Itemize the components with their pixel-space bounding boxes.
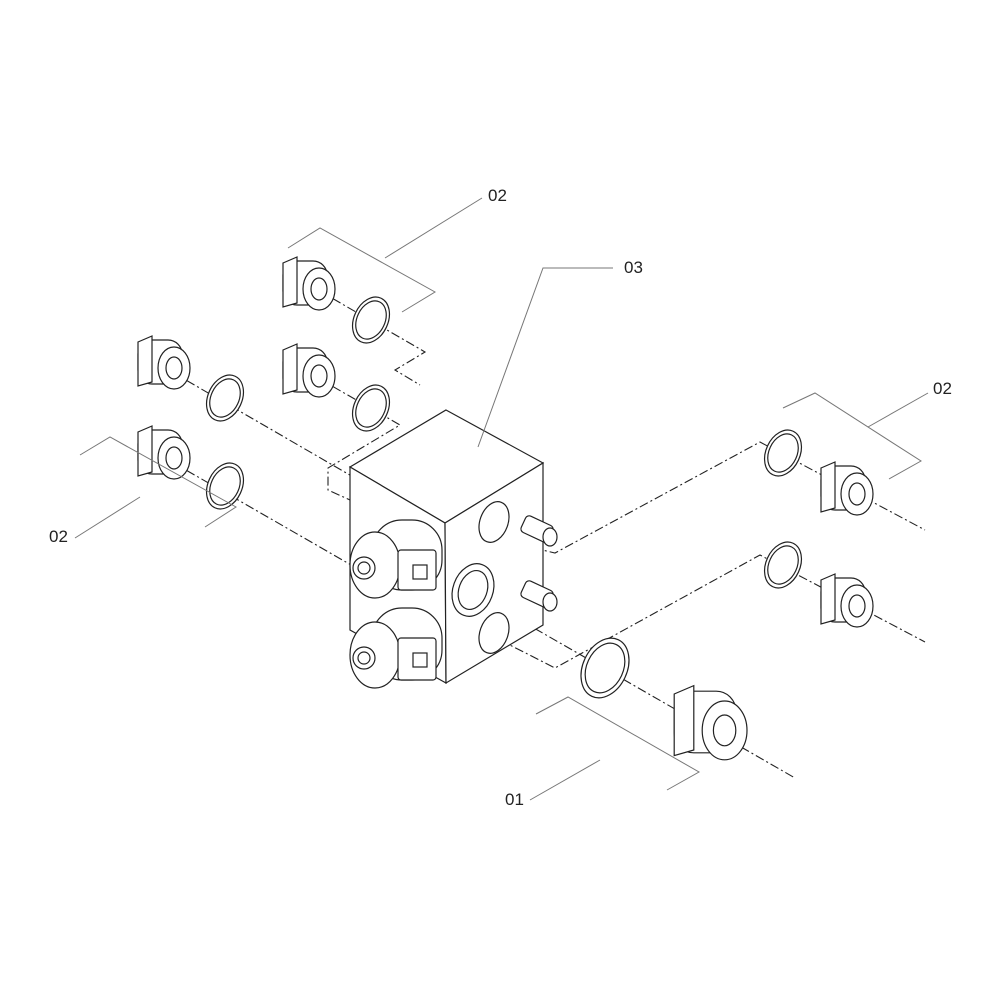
seal-ring [351,384,391,432]
seal-ring [763,541,803,589]
seal-ring [205,374,245,422]
plug-upper [520,515,558,547]
fitting-large [673,684,748,761]
callout-large-fitting: 01 [505,790,524,809]
callout-left-fittings: 02 [49,527,68,546]
fitting-right-1 [820,461,874,516]
fitting-left-2 [137,425,191,480]
fitting-top-1 [282,256,336,311]
fitting-top-2 [282,343,336,398]
plug-lower [520,580,558,612]
manifold-block [348,409,558,689]
leader-lines [74,197,929,801]
callout-manifold-block: 03 [624,258,643,277]
seal-ring [351,296,391,344]
seal-ring [763,429,803,477]
seal-ring [205,462,245,510]
callout-right-fittings: 02 [933,379,952,398]
port-lower [478,612,510,654]
solenoid-coil-upper [349,519,443,599]
fitting-right-2 [820,573,874,628]
seal-ring-large [580,637,630,699]
callout-top-fittings: 02 [488,186,507,205]
assembly-axis-lines [171,289,926,779]
fitting-left-1 [137,335,191,390]
solenoid-coil-lower [349,607,443,689]
port-upper [478,501,510,543]
